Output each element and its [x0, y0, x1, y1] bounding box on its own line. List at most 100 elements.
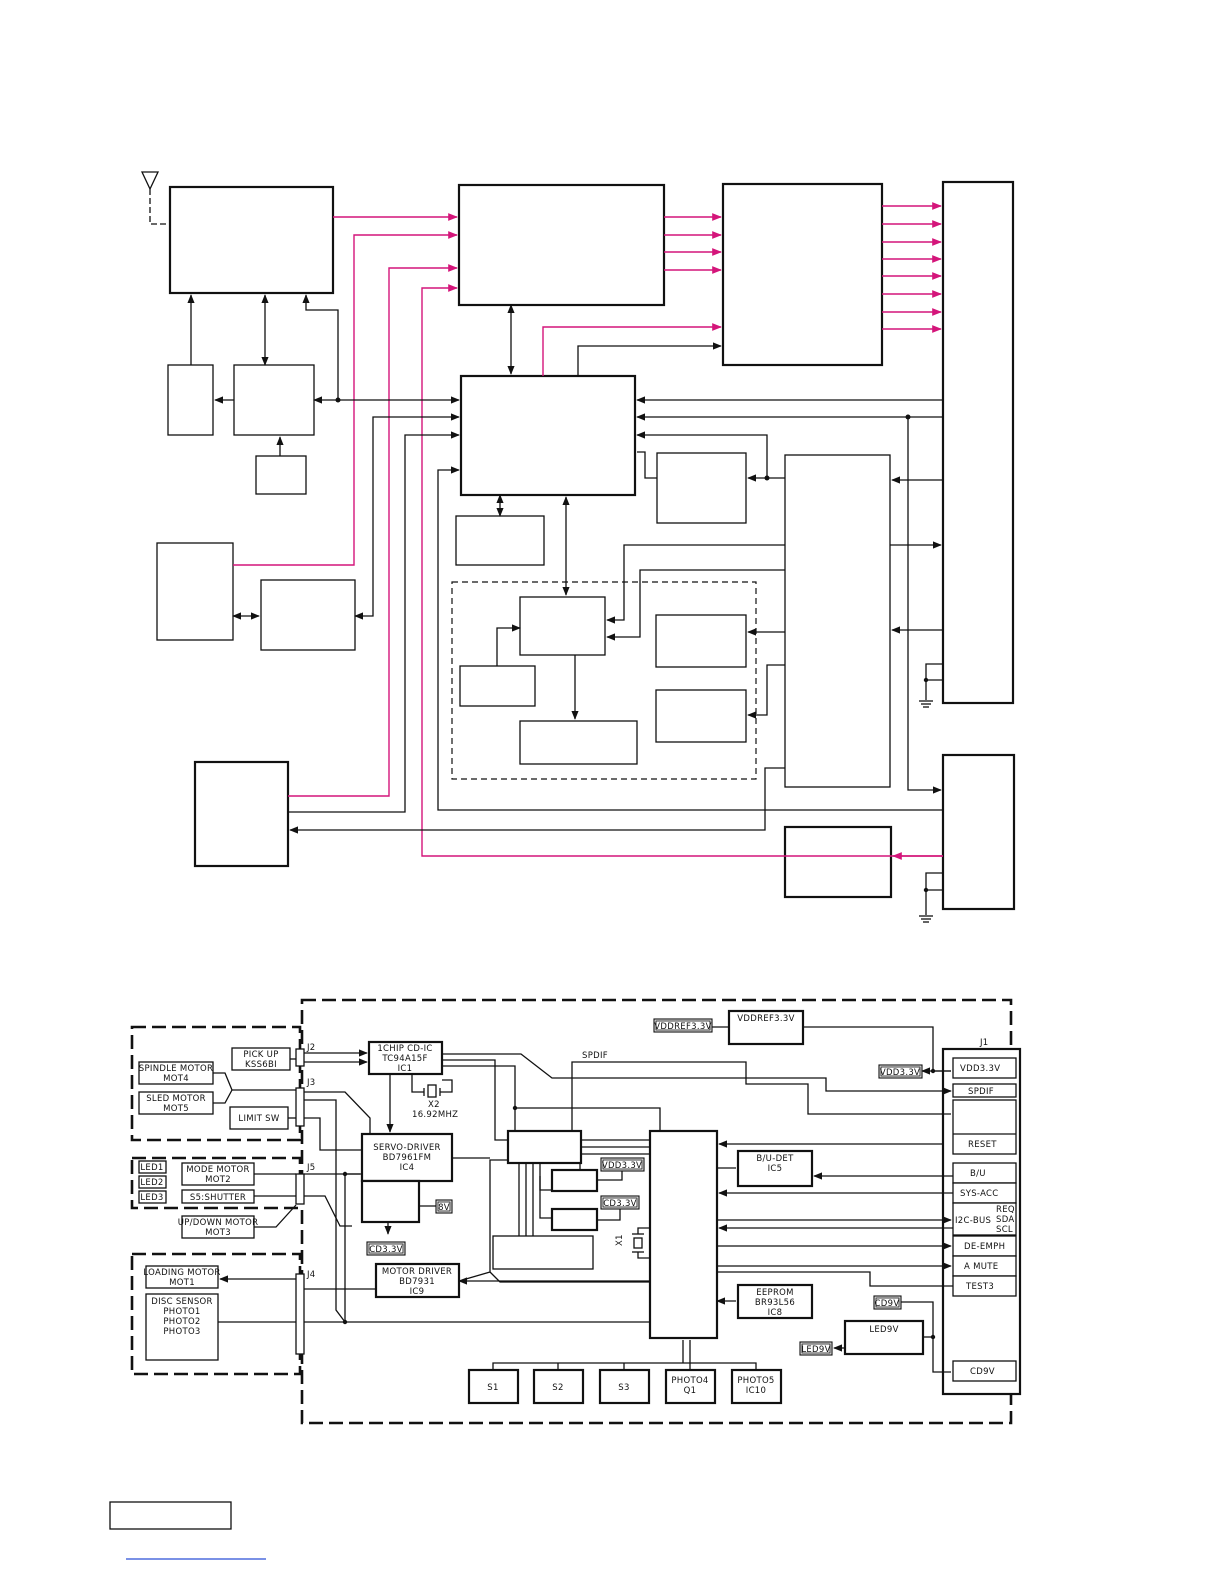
ground-icon: [919, 700, 933, 708]
cd33-tag-label: CD3.3V: [369, 1245, 403, 1255]
j1-pin-vdd-label: VDD3.3V: [960, 1064, 1000, 1074]
led1-label: LED1: [140, 1163, 163, 1173]
crystal-x1-icon: [632, 1227, 650, 1259]
lower-wiring: [304, 1026, 953, 1373]
s1-box: [467, 1368, 520, 1405]
cd-ic-box: [367, 1040, 444, 1076]
j1-pin-i2c: [952, 1202, 1017, 1236]
ground-icon: [919, 915, 933, 923]
j5-label: J5: [306, 1163, 316, 1173]
led2-label: LED2: [140, 1178, 163, 1188]
bu-det-box: [736, 1149, 814, 1188]
j1-pin-bu-label: B/U: [970, 1169, 986, 1179]
j1-pin-test3-label: TEST3: [965, 1282, 994, 1292]
regulator-a-block: [655, 614, 747, 668]
s2-label: S2: [552, 1383, 563, 1393]
j1-pin-cd9v: [952, 1360, 1017, 1382]
j1-pin-scl-label: SCL: [996, 1225, 1013, 1235]
dsp-box: [506, 1129, 583, 1165]
freq-label: 16.92MHZ: [412, 1110, 458, 1120]
antenna-icon: [140, 171, 170, 225]
system-controller-box: [648, 1129, 719, 1340]
display-driver-block: [519, 596, 606, 656]
j1-pin-req-label: REQ: [996, 1205, 1015, 1215]
loading-motor-box: [145, 1265, 219, 1289]
eeprom-box: [736, 1283, 814, 1320]
microcontroller-block: [459, 374, 637, 497]
pickup-group-frame: [130, 1025, 302, 1142]
spdif-signal-label: SPDIF: [582, 1051, 608, 1061]
vddref-box: [727, 1009, 805, 1046]
led9v-tag-label: LED9V: [801, 1345, 830, 1355]
s1-label: S1: [487, 1383, 498, 1393]
amplifier-block: [721, 182, 884, 367]
j1-pin-cd9v-label: CD9V: [970, 1367, 995, 1377]
j2-label: J2: [306, 1043, 316, 1053]
cd9v-tag-label: CD9V: [875, 1299, 900, 1309]
j1-pin-reset: [952, 1099, 1017, 1155]
power-supply-block: [784, 454, 891, 788]
s3-label: S3: [618, 1383, 629, 1393]
servo-sub-box: [360, 1179, 421, 1224]
j1-pin-spdif: [952, 1083, 1017, 1098]
audio-processor-block: [457, 183, 666, 307]
footer-box: [109, 1501, 232, 1530]
aux-input-block: [156, 542, 234, 641]
connector-j4: [295, 1273, 305, 1355]
led3-box: [138, 1190, 167, 1204]
main-connector-block: [941, 180, 1015, 705]
x1-label: X1: [615, 1234, 625, 1246]
sub-power-block: [783, 825, 893, 899]
display-osc-block: [459, 665, 536, 707]
j1-pin-reset-label: RESET: [968, 1140, 997, 1150]
vddref-label: VDDREF3.3V: [737, 1014, 794, 1024]
eight-v-tag-label: 8V: [438, 1203, 450, 1213]
x2-label: X2: [428, 1100, 440, 1110]
small-left-block: [167, 364, 214, 436]
led9v-label: LED9V: [869, 1325, 898, 1335]
memory-block: [455, 515, 545, 566]
connector-j2: [295, 1048, 305, 1067]
shutter-label: S5:SHUTTER: [190, 1193, 246, 1203]
vddref-tag-label: VDDREF3.3V: [654, 1022, 711, 1032]
j1-pin-amute-label: A MUTE: [964, 1262, 998, 1272]
j4-label: J4: [306, 1270, 316, 1280]
led1-box: [138, 1160, 167, 1174]
connector-j5: [295, 1173, 305, 1205]
cd-small-tag-label: CD3.3V: [603, 1199, 637, 1209]
subsystem-dashed: [451, 581, 757, 780]
photo5-box: [730, 1368, 783, 1405]
aux-switch-block: [260, 579, 356, 651]
upper-diagram: [140, 171, 1016, 923]
connector-j3: [295, 1087, 305, 1127]
disc-sensor-box: [145, 1293, 219, 1361]
reg-vdd-box: [550, 1168, 599, 1193]
j1-pin-i2c-label: I2C-BUS: [955, 1216, 991, 1226]
led2-box: [138, 1175, 167, 1189]
tuner-pll-block: [233, 364, 315, 436]
j1-pin-sysacc-label: SYS-ACC: [960, 1189, 999, 1199]
control-lines: [187, 294, 943, 923]
crystal-x2-icon: [411, 1074, 453, 1098]
j1-label: J1: [979, 1038, 989, 1048]
s3-box: [598, 1368, 651, 1405]
reg-cd-box: [550, 1207, 599, 1232]
memory-box: [492, 1235, 594, 1270]
j3-label: J3: [306, 1078, 316, 1088]
tuner-block: [168, 185, 335, 295]
